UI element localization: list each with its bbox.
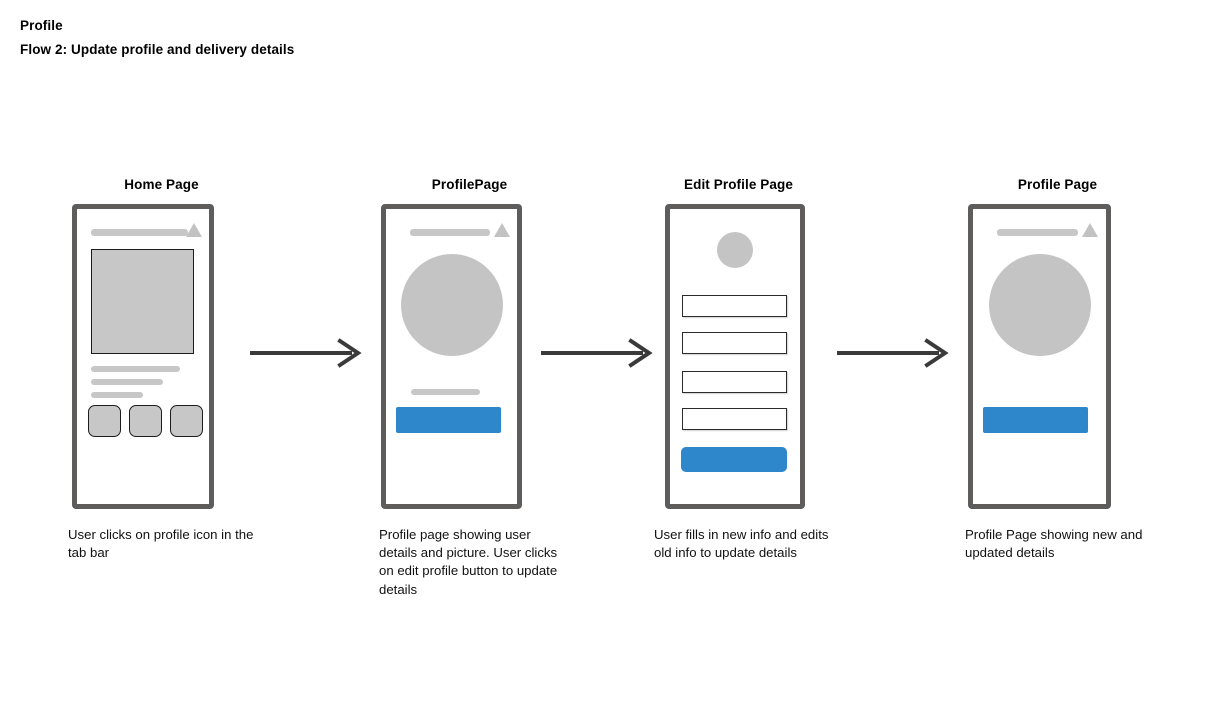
phone-mockup-updated-profile-page[interactable] <box>968 204 1111 509</box>
step-caption-profile-page: Profile page showing user details and pi… <box>379 527 558 597</box>
avatar <box>989 254 1091 356</box>
step-caption-edit-profile-page: User fills in new info and edits old inf… <box>654 527 829 561</box>
edit-profile-button[interactable] <box>396 407 501 433</box>
phone-mockup-profile-page[interactable] <box>381 204 522 509</box>
page-title: Profile <box>20 18 63 33</box>
flow-step-home-page: Home Page User clicks on profile icon in… <box>22 176 322 560</box>
avatar <box>401 254 503 356</box>
step-caption-updated-profile-page: Profile Page showing new and updated det… <box>965 527 1143 561</box>
input-field[interactable] <box>682 332 787 354</box>
arrow-right-icon <box>250 338 362 368</box>
step-title-profile-page: ProfilePage <box>431 177 508 192</box>
screen-profile-page <box>386 209 517 504</box>
flow-step-updated-profile-page: Profile Page Profile Page showing new an… <box>918 176 1218 560</box>
phone-mockup-home-page[interactable] <box>72 204 214 509</box>
header-bar-placeholder <box>91 229 188 236</box>
menu-triangle-icon[interactable] <box>1082 223 1098 237</box>
menu-triangle-icon[interactable] <box>494 223 510 237</box>
flow-arrow-to-updated-profile-page <box>835 336 950 370</box>
header-bar-placeholder <box>997 229 1078 236</box>
flow-step-profile-page: ProfilePage Profile page showing user de… <box>330 176 630 597</box>
menu-triangle-icon[interactable] <box>186 223 202 237</box>
input-field[interactable] <box>682 371 787 393</box>
text-line-placeholder <box>411 389 480 395</box>
input-field[interactable] <box>682 408 787 430</box>
screen-home-page <box>77 209 209 504</box>
phone-mockup-edit-profile-page[interactable] <box>665 204 805 509</box>
text-line-placeholder <box>91 379 163 385</box>
flow-diagram: Home Page User clicks on profile icon in… <box>0 176 1220 616</box>
tab-bar-item-profile[interactable] <box>170 405 203 437</box>
tab-bar-item[interactable] <box>129 405 162 437</box>
input-field[interactable] <box>682 295 787 317</box>
step-caption-home-page: User clicks on profile icon in the tab b… <box>68 527 254 561</box>
arrow-right-icon <box>541 338 653 368</box>
text-line-placeholder <box>91 366 180 372</box>
document-header: Profile Flow 2: Update profile and deliv… <box>20 17 294 58</box>
flow-subtitle: Flow 2: Update profile and delivery deta… <box>20 42 295 57</box>
save-button[interactable] <box>681 447 787 472</box>
flow-step-edit-profile-page: Edit Profile Page User fills in new info… <box>612 176 912 560</box>
tab-bar-item[interactable] <box>88 405 121 437</box>
flow-arrow-to-edit-profile-page <box>539 336 654 370</box>
edit-profile-button[interactable] <box>983 407 1088 433</box>
step-title-edit-profile-page: Edit Profile Page <box>684 177 793 192</box>
step-title-home-page: Home Page <box>124 177 199 192</box>
text-line-placeholder <box>91 392 143 398</box>
arrow-right-icon <box>837 338 949 368</box>
step-title-updated-profile-page: Profile Page <box>1017 177 1098 192</box>
avatar[interactable] <box>717 232 753 268</box>
flow-arrow-to-profile-page <box>248 336 363 370</box>
header-bar-placeholder <box>410 229 490 236</box>
image-placeholder <box>91 249 194 354</box>
screen-updated-profile-page <box>973 209 1106 504</box>
screen-edit-profile-page <box>670 209 800 504</box>
